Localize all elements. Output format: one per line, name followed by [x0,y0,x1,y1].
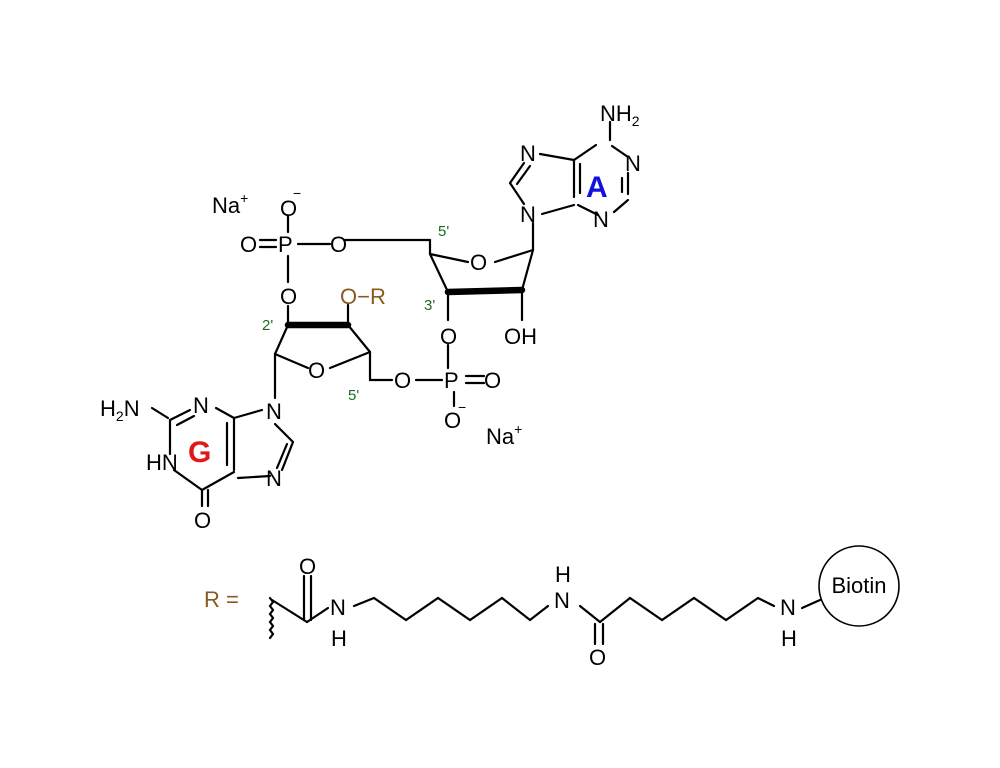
adenosine-5prime-label: 5' [438,223,449,240]
guanine-hn-label: HN [146,450,178,475]
adenosine-ring-o: O [470,250,487,275]
guanosine-o-r-label: O−R [340,284,386,309]
linker-amide2-n: N [554,588,570,613]
guanosine-o2-label: O [280,284,297,309]
biotin-label: Biotin [831,573,886,598]
guanine-n3-label: N [193,393,209,418]
bonds [150,120,822,646]
adenosine-3prime-label: 3' [424,297,435,314]
adenine-n9-label: N [520,202,536,227]
biotin-group: Biotin [818,545,900,627]
linker-amide1-h: H [331,626,347,651]
phosphate-top-o-double: O [240,232,257,257]
adenine-letter: A [586,171,608,204]
adenosine-oh-label: OH [504,324,537,349]
guanosine-ring-o: O [308,358,325,383]
atom-labels: NH2 N N N N A Na+ O − O P O O O O OH 5' … [100,101,797,670]
sodium-ion-top: Na+ [212,190,248,218]
phosphate-bottom-o-ester: O [394,368,411,393]
guanine-h2n-label: H2N [100,396,140,424]
adenine-n3-label: N [593,207,609,232]
r-equals-label: R = [204,587,239,612]
guanine-n7-label: N [266,466,282,491]
phosphate-bottom-p: P [444,368,459,393]
biotin-circle [818,545,900,627]
guanosine-5prime-label: 5' [348,387,359,404]
phosphate-top-o-ester: O [330,232,347,257]
linker-amine-h: H [781,626,797,651]
phosphate-bottom-minus-sign: − [458,399,466,415]
phosphate-top-minus-sign: − [293,185,301,201]
guanosine-2prime-label: 2' [262,317,273,334]
adenine-n7-label: N [520,141,536,166]
guanine-letter: G [188,436,211,469]
linker-amide2-o: O [589,645,606,670]
phosphate-top-o-minus: O [280,196,297,221]
linker-amide2-h: H [555,562,571,587]
linker-amine-n: N [780,595,796,620]
guanine-o6-label: O [194,508,211,533]
guanine-n9-label: N [266,399,282,424]
linker-amide1-o: O [299,554,316,579]
sodium-ion-bottom: Na+ [486,421,522,449]
linker-amide1-n: N [330,595,346,620]
phosphate-top-p: P [278,232,293,257]
adenine-nh2-label: NH2 [600,101,640,129]
phosphate-bottom-o-double: O [484,368,501,393]
adenosine-o3-label: O [440,324,457,349]
phosphate-bottom-o-minus: O [444,408,461,433]
adenine-n1-label: N [625,151,641,176]
